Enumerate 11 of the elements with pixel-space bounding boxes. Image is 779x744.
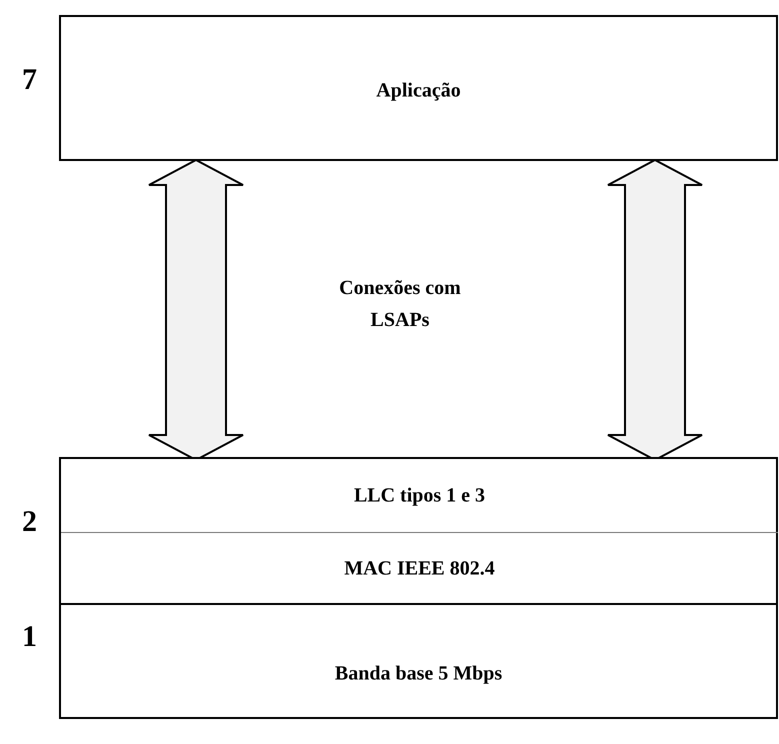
layer-name: Aplicação xyxy=(375,79,462,102)
layer-box xyxy=(59,603,778,719)
note-text: Conexões com LSAPs xyxy=(338,276,462,333)
layer-name: MAC IEEE 802.4 xyxy=(343,558,496,580)
layer-name: Banda base 5 Mbps xyxy=(334,662,504,686)
layer-box xyxy=(59,15,778,161)
layer-name: LLC tipos 1 e 3 xyxy=(352,484,486,507)
layer-number: 2 xyxy=(22,505,37,539)
layer-number: 1 xyxy=(22,620,37,654)
layer-number: 7 xyxy=(22,63,37,97)
layer-box xyxy=(59,457,778,605)
